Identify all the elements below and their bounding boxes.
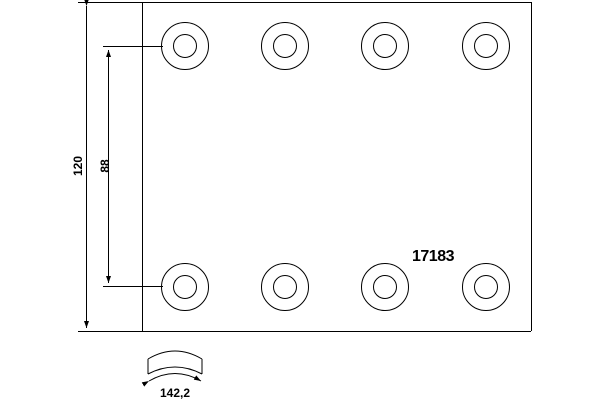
rivet-hole [261, 22, 309, 70]
dimension-hole-spacing: 88 [98, 46, 163, 287]
arc-length-label: 142,2 [160, 386, 190, 400]
rivet-hole [361, 22, 409, 70]
lining-outline [78, 2, 532, 332]
arc-length-symbol: 142,2 [141, 350, 203, 400]
rivet-hole [462, 22, 510, 70]
rivet-hole [261, 263, 309, 311]
dimension-label-88: 88 [98, 159, 112, 173]
dimension-overall-height: 120 [71, 0, 89, 328]
rivet-hole [361, 263, 409, 311]
rivet-holes [161, 22, 510, 311]
rivet-hole [462, 263, 510, 311]
part-number: 17183 [412, 248, 455, 265]
rivet-hole [161, 263, 209, 311]
dimension-label-120: 120 [71, 156, 85, 176]
rivet-hole [161, 22, 209, 70]
